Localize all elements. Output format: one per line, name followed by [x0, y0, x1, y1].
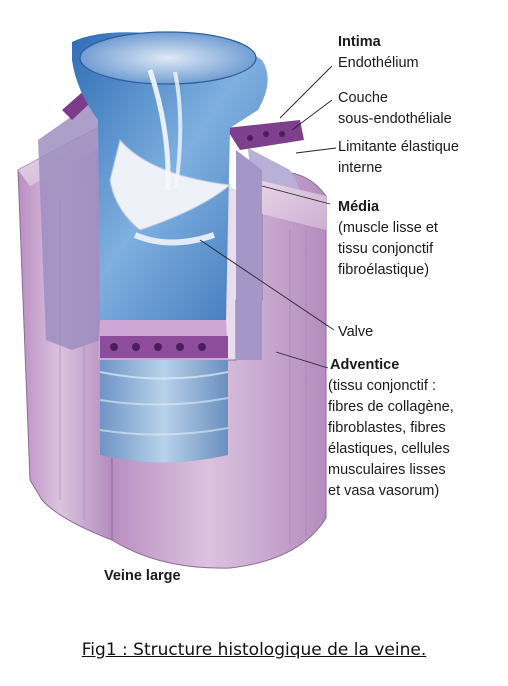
label-veine-large: Veine large — [104, 568, 181, 584]
label-endothelium: Endothélium — [338, 55, 419, 71]
label-media-description: (muscle lisse et tissu conjonctif fibroé… — [338, 220, 438, 278]
label-limitante-elastique: Limitante élastique interne — [338, 139, 459, 176]
label-adventice-description: (tissu conjonctif : fibres de collagène,… — [328, 378, 454, 499]
leader-lines — [199, 65, 337, 369]
label-media: Média — [338, 199, 380, 215]
valve-leaflet — [109, 69, 232, 246]
label-couche-sous-endotheliale: Couche sous-endothéliale — [338, 90, 452, 127]
vein-illustration — [17, 31, 337, 569]
media-layer — [38, 98, 300, 360]
label-adventice: Adventice — [330, 357, 400, 373]
figure-caption: Fig1 : Structure histologique de la vein… — [81, 640, 427, 660]
label-intima: Intima — [338, 34, 381, 50]
label-valve: Valve — [338, 324, 374, 340]
